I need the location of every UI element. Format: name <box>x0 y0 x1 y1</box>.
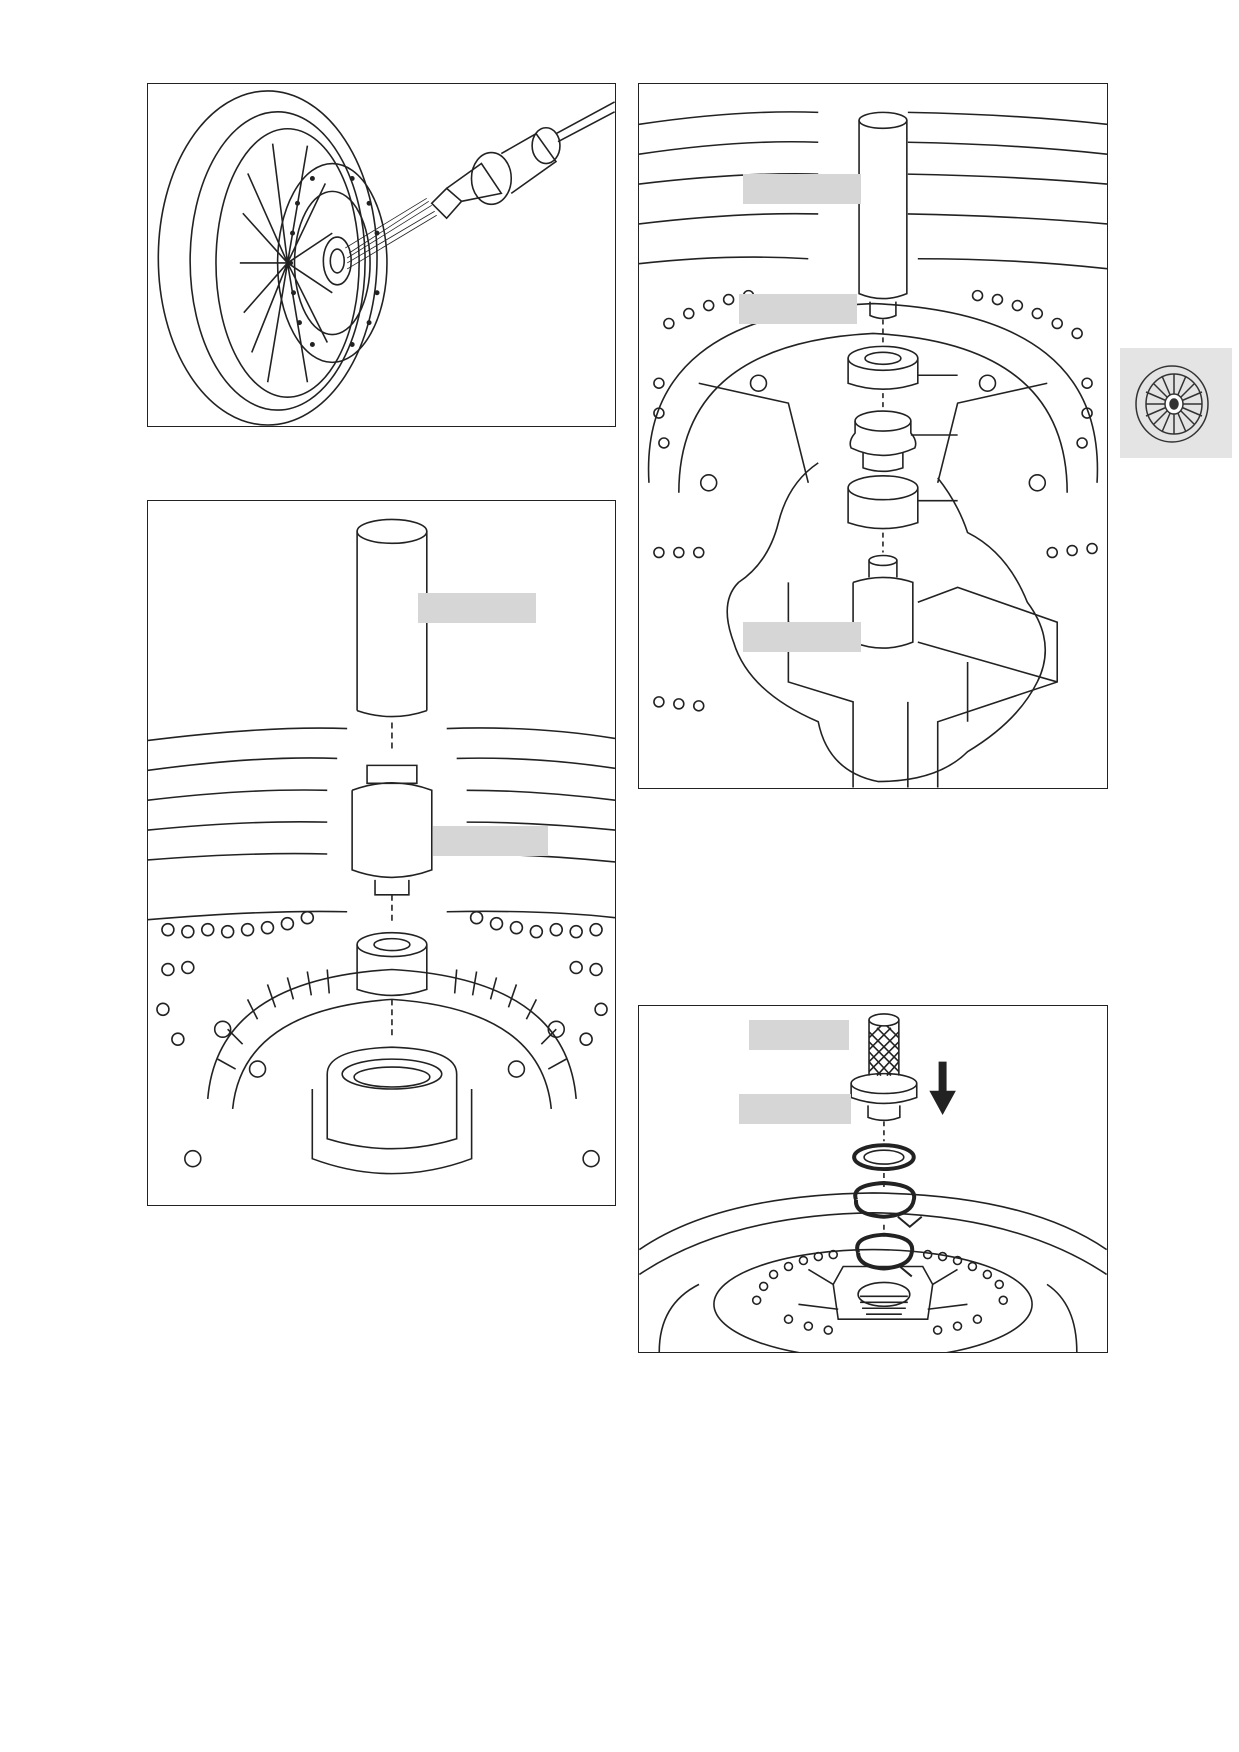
tool-label-box <box>418 593 536 623</box>
figure-heat-hub <box>147 83 616 427</box>
tool-label-box <box>433 826 548 856</box>
tool-label-box <box>743 174 861 204</box>
tool-label-box <box>743 622 861 652</box>
wheel-icon <box>1135 365 1209 443</box>
figure-drift-bearing-in <box>638 83 1108 789</box>
tool-label-box <box>739 1094 851 1124</box>
wheel-heat-gun-illustration <box>157 90 615 426</box>
bearing-installation-illustration <box>639 111 1107 788</box>
figure-install-circlip <box>638 1005 1108 1353</box>
figure-press-bearing-out <box>147 500 616 1206</box>
circlip-installation-illustration <box>639 1013 1107 1352</box>
tool-label-box <box>749 1020 849 1050</box>
section-tab <box>1120 348 1232 458</box>
tool-label-box <box>739 294 857 324</box>
